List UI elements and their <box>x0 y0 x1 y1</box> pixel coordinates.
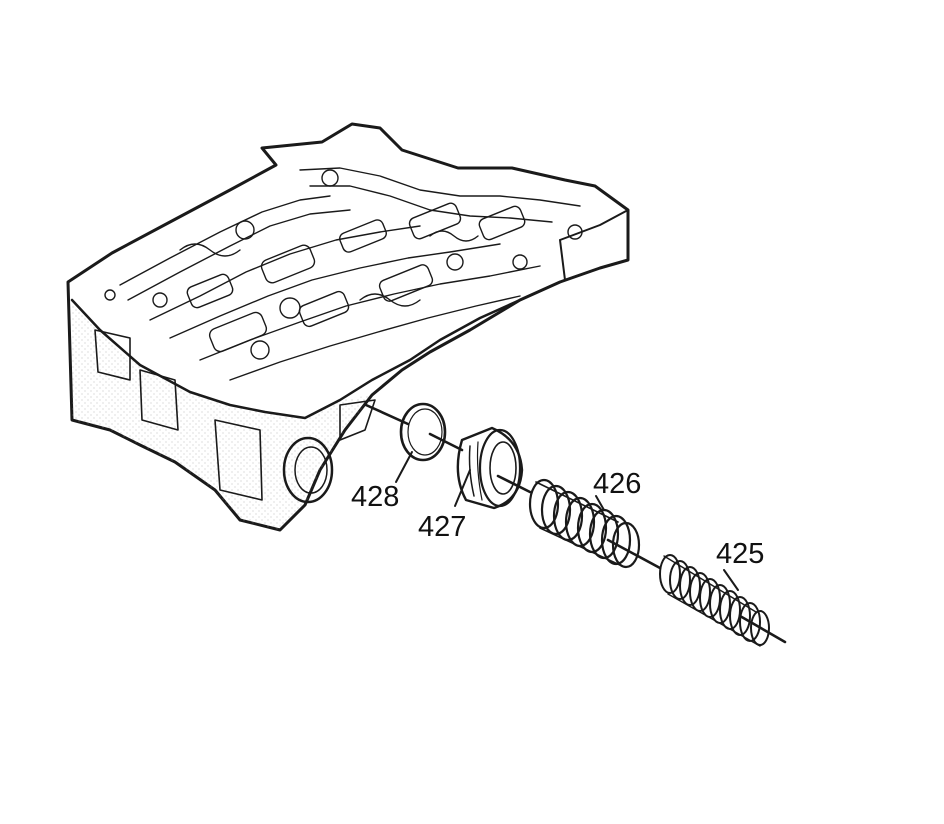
axis-segment-2 <box>428 432 464 452</box>
valve-body <box>66 122 630 532</box>
leader-428 <box>395 451 413 483</box>
leader-427 <box>454 469 471 507</box>
valve-body-side-shade <box>72 300 372 530</box>
large-spring <box>528 478 641 569</box>
callout-427: 427 <box>418 511 466 543</box>
leader-426 <box>595 495 605 511</box>
valve-body-left-face <box>66 122 630 532</box>
seal-ring <box>399 402 447 462</box>
callout-426: 426 <box>593 468 641 500</box>
valve-bore-inner <box>294 446 328 494</box>
small-spring <box>659 554 770 647</box>
axis-segment-1 <box>364 403 410 426</box>
valve-body-front-features <box>94 329 376 501</box>
valve-body-deck-edge <box>70 280 562 420</box>
callout-428: 428 <box>351 481 399 513</box>
valve-body-end-block <box>559 209 629 281</box>
valve-bore <box>282 436 334 504</box>
leader-lines <box>395 451 739 591</box>
axis-segment-5 <box>738 614 787 644</box>
leader-425 <box>723 569 739 591</box>
callout-425: 425 <box>716 538 764 570</box>
valve-body-channels <box>104 167 583 381</box>
valve-plug <box>456 426 524 510</box>
